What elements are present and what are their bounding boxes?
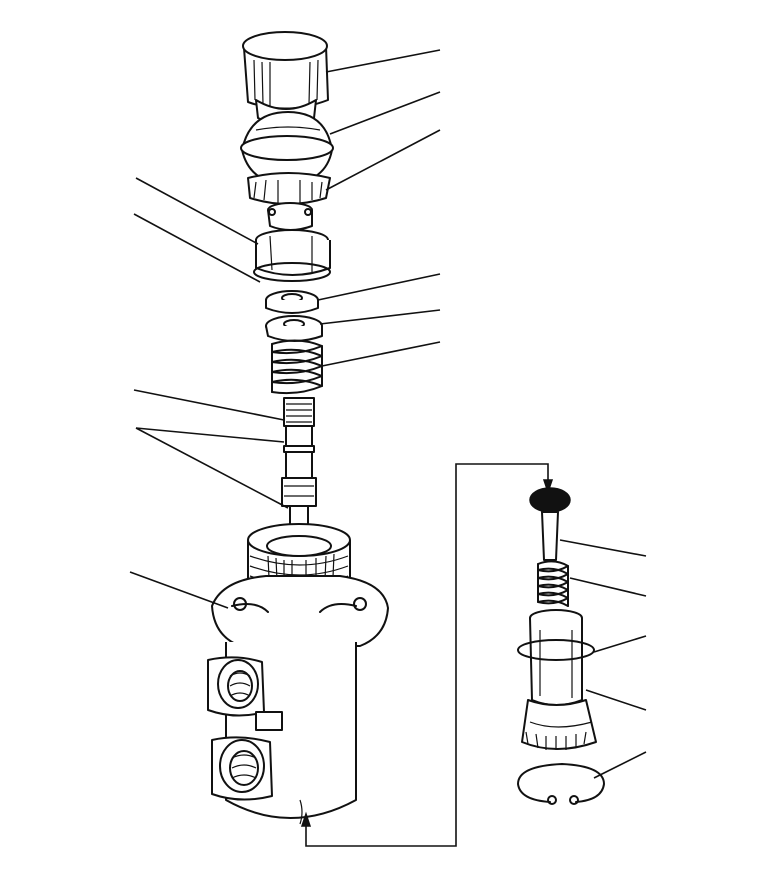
detail-spring-part <box>537 560 569 607</box>
guide-bushing-part <box>267 202 313 231</box>
sleeve-part <box>517 609 597 750</box>
washer-part <box>265 290 319 314</box>
valve-body-part <box>207 523 389 825</box>
connection-bracket <box>300 463 554 847</box>
seal-holder-part <box>253 229 331 282</box>
main-leader-lines <box>129 49 441 609</box>
cap-part <box>242 31 329 126</box>
snap-ring-part <box>517 763 605 805</box>
upper-housing-part <box>240 111 334 205</box>
spring-seat-part <box>265 315 323 342</box>
detail-leader-lines <box>559 539 647 779</box>
spring-part <box>271 339 323 395</box>
valve-disc-part <box>529 487 571 561</box>
